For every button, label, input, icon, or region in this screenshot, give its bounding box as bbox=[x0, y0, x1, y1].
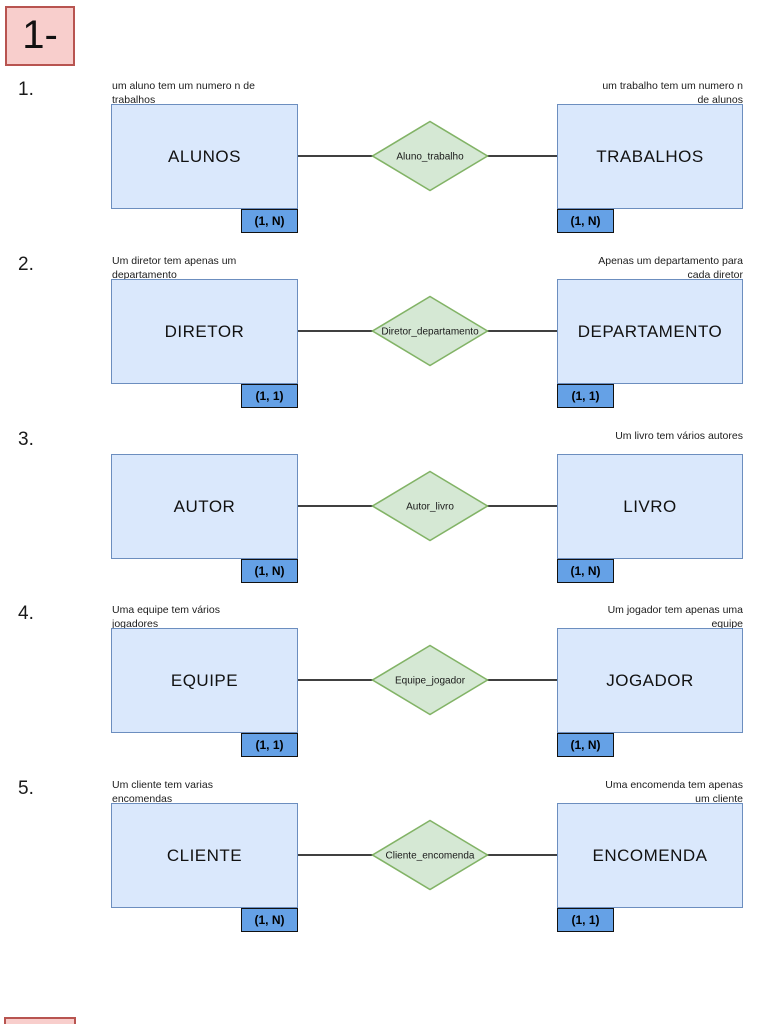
relationship-diamond: Aluno_trabalho bbox=[371, 120, 489, 192]
right-entity-name: JOGADOR bbox=[606, 670, 694, 690]
right-entity-annotation: Um jogador tem apenas uma equipe bbox=[607, 604, 743, 630]
relationship-name: Cliente_encomenda bbox=[386, 851, 475, 862]
left-entity-name: DIRETOR bbox=[164, 321, 245, 341]
right-entity-name: TRABALHOS bbox=[596, 146, 704, 166]
left-cardinality-badge: (1, N) bbox=[241, 209, 298, 233]
right-cardinality-badge: (1, 1) bbox=[557, 908, 614, 932]
right-entity-name: DEPARTAMENTO bbox=[577, 321, 723, 341]
row-number: 3. bbox=[18, 429, 34, 450]
right-entity-annotation: um trabalho tem um numero n de alunos bbox=[602, 80, 743, 106]
left-cardinality-badge: (1, N) bbox=[241, 908, 298, 932]
row-number: 5. bbox=[18, 778, 34, 799]
right-entity-annotation: Uma encomenda tem apenas um cliente bbox=[605, 779, 743, 805]
next-section-marker-box-clipped bbox=[4, 1017, 76, 1024]
right-entity-name: ENCOMENDA bbox=[592, 845, 708, 865]
relationship-diamond: Diretor_departamento bbox=[371, 295, 489, 367]
relationship-name: Equipe_jogador bbox=[395, 676, 466, 687]
er-diagram-row: 4. Uma equipe tem vários jogadores Um jo… bbox=[0, 602, 768, 777]
right-entity-box: TRABALHOS bbox=[557, 104, 743, 209]
left-cardinality-badge: (1, N) bbox=[241, 559, 298, 583]
relationship-diamond: Autor_livro bbox=[371, 470, 489, 542]
right-cardinality-badge: (1, N) bbox=[557, 209, 614, 233]
left-cardinality-badge: (1, 1) bbox=[241, 384, 298, 408]
right-cardinality-badge: (1, 1) bbox=[557, 384, 614, 408]
left-entity-name: AUTOR bbox=[173, 496, 236, 516]
left-entity-annotation: Uma equipe tem vários jogadores bbox=[112, 604, 220, 630]
er-diagram-row: 5. Um cliente tem varias encomendas Uma … bbox=[0, 777, 768, 952]
left-entity-name: ALUNOS bbox=[168, 146, 241, 166]
right-entity-annotation: Apenas um departamento para cada diretor bbox=[598, 255, 743, 281]
left-entity-box: ALUNOS bbox=[111, 104, 298, 209]
row-number: 1. bbox=[18, 79, 34, 100]
right-entity-box: ENCOMENDA bbox=[557, 803, 743, 908]
er-diagram-row: 1. um aluno tem um numero n de trabalhos… bbox=[0, 78, 768, 253]
left-cardinality-badge: (1, 1) bbox=[241, 733, 298, 757]
relationship-name: Diretor_departamento bbox=[381, 327, 479, 338]
left-entity-name: CLIENTE bbox=[166, 845, 243, 865]
right-entity-box: LIVRO bbox=[557, 454, 743, 559]
er-diagram-row: 2. Um diretor tem apenas um departamento… bbox=[0, 253, 768, 428]
right-entity-box: DEPARTAMENTO bbox=[557, 279, 743, 384]
relationship-name: Autor_livro bbox=[406, 502, 454, 513]
left-entity-box: EQUIPE bbox=[111, 628, 298, 733]
left-entity-box: CLIENTE bbox=[111, 803, 298, 908]
section-marker-box: 1- bbox=[5, 6, 75, 66]
left-entity-name: EQUIPE bbox=[170, 670, 239, 690]
row-number: 4. bbox=[18, 603, 34, 624]
relationship-diamond: Cliente_encomenda bbox=[371, 819, 489, 891]
left-entity-box: AUTOR bbox=[111, 454, 298, 559]
relationship-name: Aluno_trabalho bbox=[396, 152, 464, 163]
left-entity-annotation: Um cliente tem varias encomendas bbox=[112, 779, 213, 805]
left-entity-annotation: Um diretor tem apenas um departamento bbox=[112, 255, 237, 281]
left-entity-box: DIRETOR bbox=[111, 279, 298, 384]
right-cardinality-badge: (1, N) bbox=[557, 733, 614, 757]
right-entity-name: LIVRO bbox=[623, 496, 677, 516]
row-number: 2. bbox=[18, 254, 34, 275]
section-marker-label: 1- bbox=[22, 13, 58, 57]
right-entity-box: JOGADOR bbox=[557, 628, 743, 733]
er-diagram-row: 3. Um livro tem vários autores AUTOR (1,… bbox=[0, 428, 768, 603]
left-entity-annotation: um aluno tem um numero n de trabalhos bbox=[112, 80, 255, 106]
right-cardinality-badge: (1, N) bbox=[557, 559, 614, 583]
right-entity-annotation: Um livro tem vários autores bbox=[615, 430, 743, 442]
relationship-diamond: Equipe_jogador bbox=[371, 644, 489, 716]
